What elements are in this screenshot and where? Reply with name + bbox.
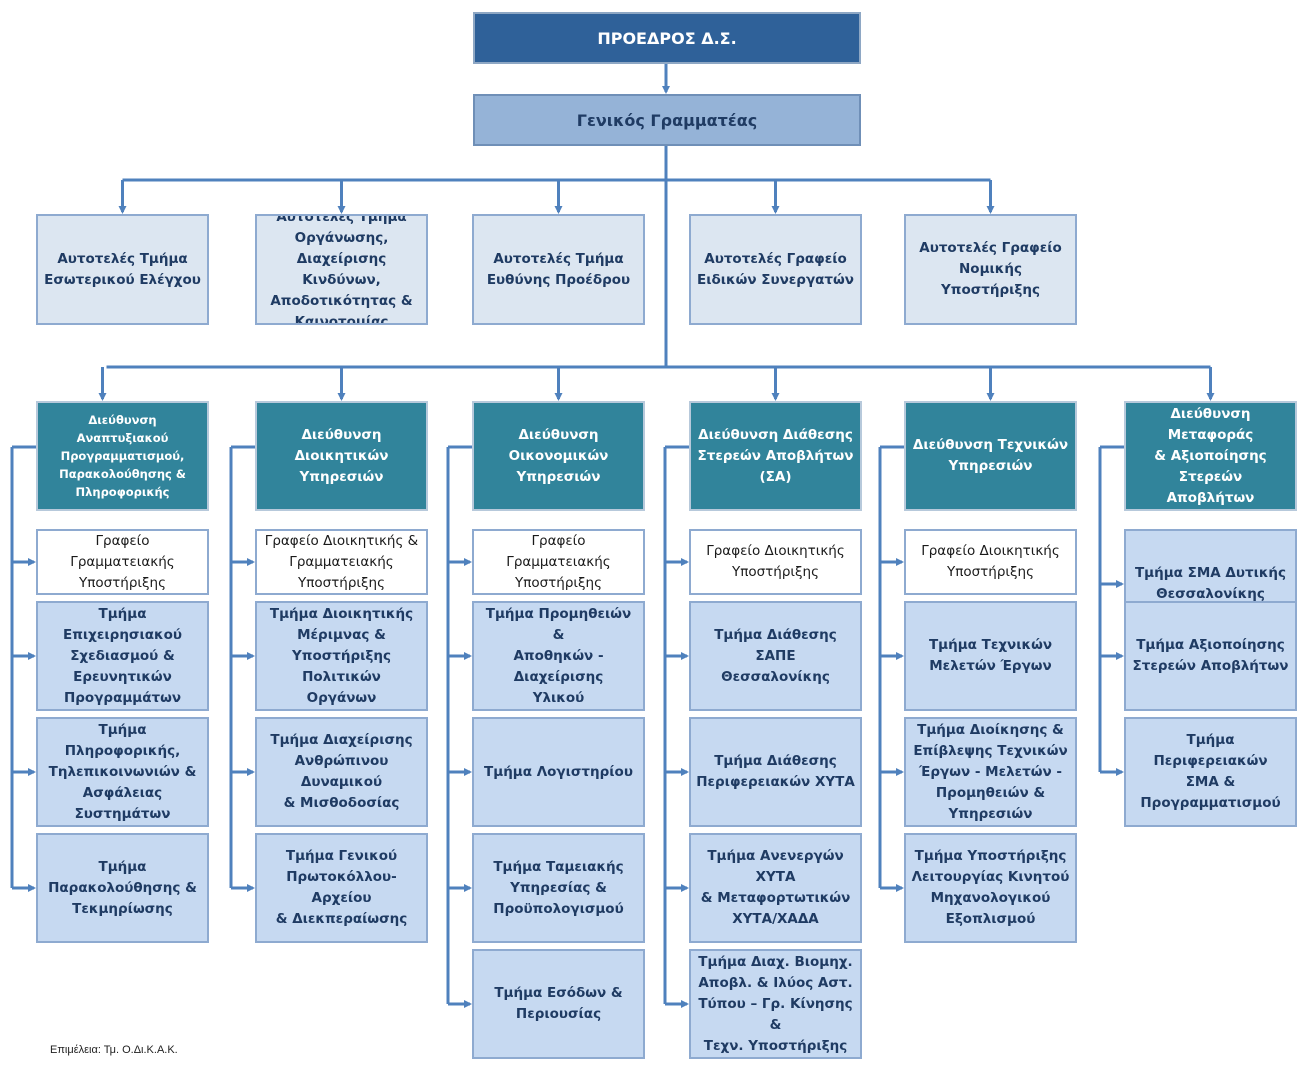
independent-unit-5: Αυτοτελές Γραφείο Νομικής Υποστήριξης (904, 214, 1077, 325)
directorate-2-unit-1: Γραφείο Διοικητικής & Γραμματειακής Υποσ… (255, 529, 428, 595)
directorate-5-unit-4-label: Τμήμα Υποστήριξης Λειτουργίας Κινητού Μη… (911, 848, 1070, 927)
directorate-6-label: Διεύθυνση Μεταφοράς & Αξιοποίησης Στερεώ… (1154, 405, 1267, 506)
directorate-2-unit-3: Τμήμα Διαχείρισης Ανθρώπινου Δυναμικού &… (255, 717, 428, 827)
independent-unit-1-label: Αυτοτελές Τμήμα Εσωτερικού Ελέγχου (44, 250, 201, 288)
directorate-3-unit-4-label: Τμήμα Ταμειακής Υπηρεσίας & Προϋπολογισμ… (493, 858, 624, 917)
directorate-6-unit-1-label: Τμήμα ΣΜΑ Δυτικής Θεσσαλονίκης (1134, 565, 1287, 602)
independent-unit-2-label: Αυτοτελές Τμήμα Οργάνωσης, Διαχείρισης Κ… (270, 214, 413, 325)
directorate-3-unit-3: Τμήμα Λογιστηρίου (472, 717, 645, 827)
directorate-4-unit-4-label: Τμήμα Ανενεργών ΧΥΤΑ & Μεταφορτωτικών ΧΥ… (700, 848, 851, 927)
directorate-4-unit-4: Τμήμα Ανενεργών ΧΥΤΑ & Μεταφορτωτικών ΧΥ… (689, 833, 862, 943)
directorate-4-unit-3: Τμήμα Διάθεσης Περιφερειακών ΧΥΤΑ (689, 717, 862, 827)
directorate-4-unit-2: Τμήμα Διάθεσης ΣΑΠΕ Θεσσαλονίκης (689, 601, 862, 711)
directorate-4-label: Διεύθυνση Διάθεσης Στερεών Αποβλήτων (ΣΑ… (697, 426, 854, 485)
directorate-4-unit-2-label: Τμήμα Διάθεσης ΣΑΠΕ Θεσσαλονίκης (714, 626, 837, 685)
footer-credit: Επιμέλεια: Τμ. Ο.Δι.Κ.Α.Κ. (50, 1044, 178, 1056)
directorate-5-unit-1-label: Γραφείο Διοικητικής Υποστήριξης (921, 543, 1060, 580)
directorate-1-unit-2-label: Τμήμα Επιχειρησιακού Σχεδιασμού & Ερευνη… (63, 605, 182, 706)
directorate-3-unit-2-label: Τμήμα Προμηθειών & Αποθηκών - Διαχείριση… (485, 605, 632, 706)
directorate-3-unit-2: Τμήμα Προμηθειών & Αποθηκών - Διαχείριση… (472, 601, 645, 711)
directorate-3-unit-4: Τμήμα Ταμειακής Υπηρεσίας & Προϋπολογισμ… (472, 833, 645, 943)
directorate-6: Διεύθυνση Μεταφοράς & Αξιοποίησης Στερεώ… (1124, 401, 1297, 511)
secretary-label: Γενικός Γραμματέας (576, 110, 758, 130)
directorate-3-unit-1: Γραφείο Γραμματειακής Υποστήριξης (472, 529, 645, 595)
directorate-1-unit-4: Τμήμα Παρακολούθησης & Τεκμηρίωσης (36, 833, 209, 943)
directorate-5-unit-2: Τμήμα Τεχνικών Μελετών Έργων (904, 601, 1077, 711)
directorate-5-unit-4: Τμήμα Υποστήριξης Λειτουργίας Κινητού Μη… (904, 833, 1077, 943)
directorate-1-unit-1: Γραφείο Γραμματειακής Υποστήριξης (36, 529, 209, 595)
chairman-box: ΠΡΟΕΔΡΟΣ Δ.Σ. (473, 12, 861, 64)
directorate-5-label: Διεύθυνση Τεχνικών Υπηρεσιών (912, 437, 1069, 474)
directorate-2-label: Διεύθυνση Διοικητικών Υπηρεσιών (294, 426, 389, 485)
directorate-5: Διεύθυνση Τεχνικών Υπηρεσιών (904, 401, 1077, 511)
directorate-4-unit-5: Τμήμα Διαχ. Βιομηχ. Αποβλ. & Ιλύος Αστ. … (689, 949, 862, 1059)
directorate-6-unit-3: Τμήμα Περιφερειακών ΣΜΑ & Προγραμματισμο… (1124, 717, 1297, 827)
directorate-6-unit-2-label: Τμήμα Αξιοποίησης Στερεών Αποβλήτων (1132, 637, 1289, 674)
directorate-2-unit-2-label: Τμήμα Διοικητικής Μέριμνας & Υποστήριξης… (269, 605, 414, 706)
directorate-6-unit-3-label: Τμήμα Περιφερειακών ΣΜΑ & Προγραμματισμο… (1140, 732, 1281, 811)
directorate-2-unit-2: Τμήμα Διοικητικής Μέριμνας & Υποστήριξης… (255, 601, 428, 711)
directorate-3-unit-5-label: Τμήμα Εσόδων & Περιουσίας (494, 985, 623, 1022)
directorate-1: Διεύθυνση Αναπτυξιακού Προγραμματισμού, … (36, 401, 209, 511)
independent-unit-5-label: Αυτοτελές Γραφείο Νομικής Υποστήριξης (919, 240, 1062, 298)
directorate-3-unit-5: Τμήμα Εσόδων & Περιουσίας (472, 949, 645, 1059)
directorate-1-unit-3-label: Τμήμα Πληροφορικής, Τηλεπικοινωνιών & Ασ… (48, 721, 197, 822)
independent-unit-1: Αυτοτελές Τμήμα Εσωτερικού Ελέγχου (36, 214, 209, 325)
independent-unit-4: Αυτοτελές Γραφείο Ειδικών Συνεργατών (689, 214, 862, 325)
directorate-4-unit-3-label: Τμήμα Διάθεσης Περιφερειακών ΧΥΤΑ (696, 753, 855, 790)
directorate-2-unit-1-label: Γραφείο Διοικητικής & Γραμματειακής Υποσ… (264, 532, 419, 591)
directorate-5-unit-3-label: Τμήμα Διοίκησης & Επίβλεψης Τεχνικών Έργ… (913, 721, 1068, 822)
directorate-1-unit-1-label: Γραφείο Γραμματειακής Υποστήριξης (70, 532, 175, 591)
directorate-1-unit-3: Τμήμα Πληροφορικής, Τηλεπικοινωνιών & Ασ… (36, 717, 209, 827)
directorate-3-unit-3-label: Τμήμα Λογιστηρίου (484, 763, 633, 780)
directorate-3-unit-1-label: Γραφείο Γραμματειακής Υποστήριξης (506, 532, 611, 591)
directorate-3: Διεύθυνση Οικονομικών Υπηρεσιών (472, 401, 645, 511)
directorate-2-unit-3-label: Τμήμα Διαχείρισης Ανθρώπινου Δυναμικού &… (270, 732, 413, 811)
directorate-4-unit-5-label: Τμήμα Διαχ. Βιομηχ. Αποβλ. & Ιλύος Αστ. … (698, 953, 853, 1054)
directorate-5-unit-1: Γραφείο Διοικητικής Υποστήριξης (904, 529, 1077, 595)
independent-unit-4-label: Αυτοτελές Γραφείο Ειδικών Συνεργατών (697, 250, 854, 288)
independent-unit-3: Αυτοτελές Τμήμα Ευθύνης Προέδρου (472, 214, 645, 325)
independent-unit-2: Αυτοτελές Τμήμα Οργάνωσης, Διαχείρισης Κ… (255, 214, 428, 325)
directorate-4: Διεύθυνση Διάθεσης Στερεών Αποβλήτων (ΣΑ… (689, 401, 862, 511)
directorate-5-unit-3: Τμήμα Διοίκησης & Επίβλεψης Τεχνικών Έργ… (904, 717, 1077, 827)
directorate-2-unit-4-label: Τμήμα Γενικού Πρωτοκόλλου-Αρχείου & Διεκ… (275, 848, 408, 927)
directorate-5-unit-2-label: Τμήμα Τεχνικών Μελετών Έργων (928, 637, 1053, 674)
directorate-4-unit-1-label: Γραφείο Διοικητικής Υποστήριξης (706, 543, 845, 580)
directorate-2-unit-4: Τμήμα Γενικού Πρωτοκόλλου-Αρχείου & Διεκ… (255, 833, 428, 943)
independent-unit-3-label: Αυτοτελές Τμήμα Ευθύνης Προέδρου (486, 250, 631, 288)
secretary-box: Γενικός Γραμματέας (473, 94, 861, 146)
directorate-6-unit-2: Τμήμα Αξιοποίησης Στερεών Αποβλήτων (1124, 601, 1297, 711)
chairman-label: ΠΡΟΕΔΡΟΣ Δ.Σ. (597, 28, 737, 48)
directorate-4-unit-1: Γραφείο Διοικητικής Υποστήριξης (689, 529, 862, 595)
directorate-1-unit-4-label: Τμήμα Παρακολούθησης & Τεκμηρίωσης (48, 858, 197, 917)
directorate-1-unit-2: Τμήμα Επιχειρησιακού Σχεδιασμού & Ερευνη… (36, 601, 209, 711)
directorate-2: Διεύθυνση Διοικητικών Υπηρεσιών (255, 401, 428, 511)
directorate-1-label: Διεύθυνση Αναπτυξιακού Προγραμματισμού, … (59, 413, 186, 499)
directorate-3-label: Διεύθυνση Οικονομικών Υπηρεσιών (508, 426, 609, 485)
